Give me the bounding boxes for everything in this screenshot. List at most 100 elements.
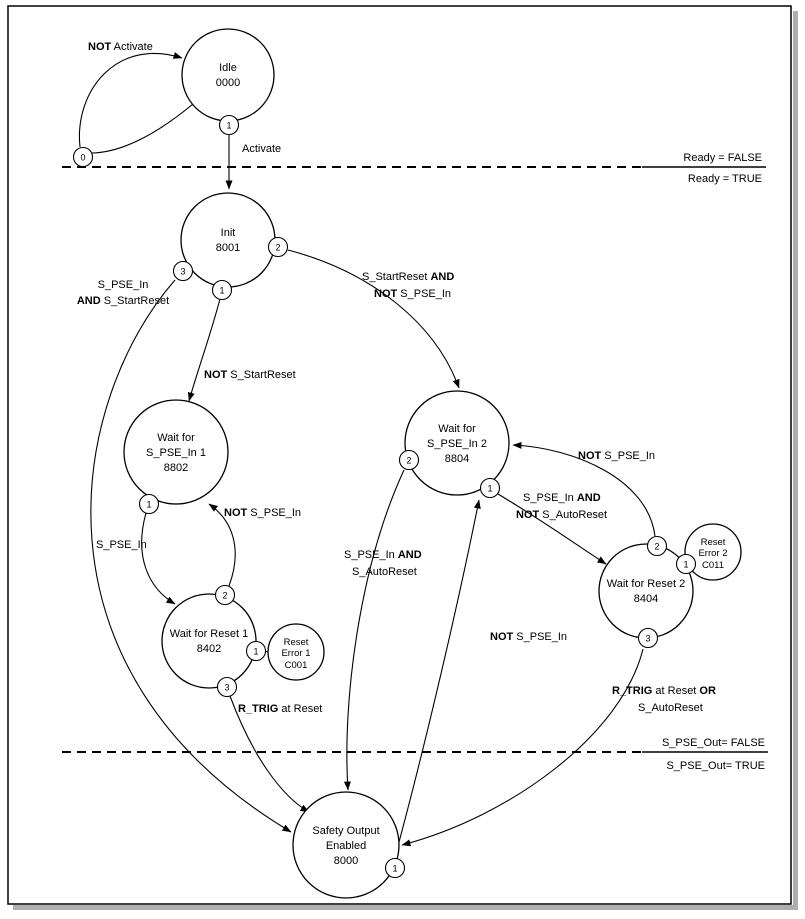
svg-text:Enabled: Enabled [326,840,366,852]
port-reset2-2: 2 [646,535,668,557]
svg-text:8404: 8404 [634,593,658,605]
frame-shadow-bottom [13,905,798,910]
label-pse-in-and-startreset-line2: AND S_StartReset [77,295,169,307]
port-wait2-1: 1 [479,477,501,499]
port-reset2-1: 1 [675,553,697,575]
state-safety-output-enabled: Safety Output Enabled 8000 [292,791,400,899]
svg-text:S_PSE_In 1: S_PSE_In 1 [146,447,206,459]
svg-text:2: 2 [275,243,280,253]
label-rtrig-at-reset: R_TRIG at Reset [238,703,322,715]
label-pse-in-and-autoreset-line2: S_AutoReset [352,566,417,578]
label-pse-in-and-autoreset-line1: S_PSE_In AND [344,549,422,561]
edge-init-to-wait2 [287,249,460,389]
frame-shadow-right [793,11,798,910]
edge-wait2-to-reset2 [497,493,607,565]
edge-idle-self-in [78,52,183,148]
svg-text:1: 1 [392,864,397,874]
port-init-1: 1 [211,279,233,301]
edge-reset1-to-wait1 [208,503,236,587]
port-reset1-1: 1 [245,640,267,662]
svg-text:Error 1: Error 1 [281,648,310,659]
svg-text:8804: 8804 [445,453,469,465]
svg-text:Idle: Idle [219,62,237,74]
svg-text:0: 0 [80,153,85,163]
port-wait2-2: 2 [398,449,420,471]
svg-text:C001: C001 [285,660,308,671]
svg-text:1: 1 [683,560,688,570]
svg-text:2: 2 [654,542,659,552]
label-not-pse-in-1: NOT S_PSE_In [224,507,301,519]
label-pse-in-and-startreset-line1: S_PSE_In [98,279,149,291]
svg-text:8000: 8000 [334,855,358,867]
label-pse-out-true: S_PSE_Out= TRUE [666,760,765,772]
svg-text:Safety Output: Safety Output [312,825,379,837]
boundary-pse-out: S_PSE_Out= FALSE S_PSE_Out= TRUE [62,737,768,772]
svg-text:Wait for Reset 2: Wait for Reset 2 [607,578,685,590]
svg-text:1: 1 [219,286,224,296]
svg-text:8001: 8001 [216,242,240,254]
port-soe-1: 1 [384,857,406,879]
svg-text:1: 1 [253,647,258,657]
port-reset1-3: 3 [216,676,238,698]
state-init: Init 8001 [180,192,276,288]
label-startreset-and-not-pse-line2: NOT S_PSE_In [374,288,451,300]
svg-text:S_PSE_In 2: S_PSE_In 2 [427,438,487,450]
label-not-startreset: NOT S_StartReset [204,369,296,381]
edge-reset1-to-enabled [229,695,310,813]
edge-idle-self-out [91,103,194,154]
svg-text:Wait for: Wait for [157,432,195,444]
port-reset1-2: 2 [214,584,236,606]
edge-enabled-to-wait2 [394,499,481,858]
label-pse-in-and-not-autoreset-line1: S_PSE_In AND [523,492,601,504]
edge-wait2-to-enabled [343,469,405,791]
state-wait-pse-in-1: Wait for S_PSE_In 1 8802 [123,399,229,505]
label-rtrig-at-reset-or-line1: R_TRIG at Reset OR [612,685,716,697]
label-rtrig-at-reset-or-line2: S_AutoReset [638,702,703,714]
edge-reset2-to-wait2 [512,441,656,537]
state-wait-reset-1: Wait for Reset 1 8402 [161,593,257,689]
label-pse-out-false: S_PSE_Out= FALSE [662,737,765,749]
svg-text:8802: 8802 [164,462,188,474]
svg-text:3: 3 [645,634,650,644]
svg-text:Wait for: Wait for [438,423,476,435]
label-not-activate: NOT Activate [88,41,153,53]
label-ready-false: Ready = FALSE [683,152,762,164]
label-not-pse-in-3: NOT S_PSE_In [490,631,567,643]
svg-text:2: 2 [222,591,227,601]
edge-init-to-wait1 [187,298,221,402]
svg-text:1: 1 [487,484,492,494]
label-pse-in: S_PSE_In [96,539,147,551]
label-pse-in-and-not-autoreset-line2: NOT S_AutoReset [516,509,607,521]
svg-text:0000: 0000 [216,77,240,89]
port-idle-1: 1 [218,114,240,136]
svg-text:Error 2: Error 2 [698,548,727,559]
svg-text:Reset: Reset [284,637,309,648]
svg-text:2: 2 [406,456,411,466]
svg-text:Reset: Reset [701,537,726,548]
edge-wait1-to-reset1 [141,512,176,605]
state-idle: Idle 0000 [181,28,275,122]
svg-text:1: 1 [146,500,151,510]
port-init-2: 2 [267,236,289,258]
port-reset2-3: 3 [637,627,659,649]
svg-text:Wait for Reset 1: Wait for Reset 1 [170,628,248,640]
port-idle-0: 0 [72,146,94,168]
svg-text:1: 1 [226,121,231,131]
port-wait1-1: 1 [138,493,160,515]
label-not-pse-in-2: NOT S_PSE_In [578,450,655,462]
state-reset-error-1: Reset Error 1 C001 [267,623,325,681]
svg-text:8402: 8402 [197,643,221,655]
svg-text:Init: Init [221,227,236,239]
boundary-ready: Ready = FALSE Ready = TRUE [62,152,766,185]
svg-text:3: 3 [180,267,185,277]
label-activate: Activate [242,143,281,155]
state-reset-error-2: Reset Error 2 C011 [684,523,742,581]
edge-init-to-enabled [90,279,292,833]
label-startreset-and-not-pse-line1: S_StartReset AND [362,271,454,283]
svg-text:3: 3 [224,683,229,693]
state-wait-pse-in-2: Wait for S_PSE_In 2 8804 [404,390,510,496]
label-ready-true: Ready = TRUE [688,173,762,185]
edge-reset2-to-enabled [401,648,644,847]
